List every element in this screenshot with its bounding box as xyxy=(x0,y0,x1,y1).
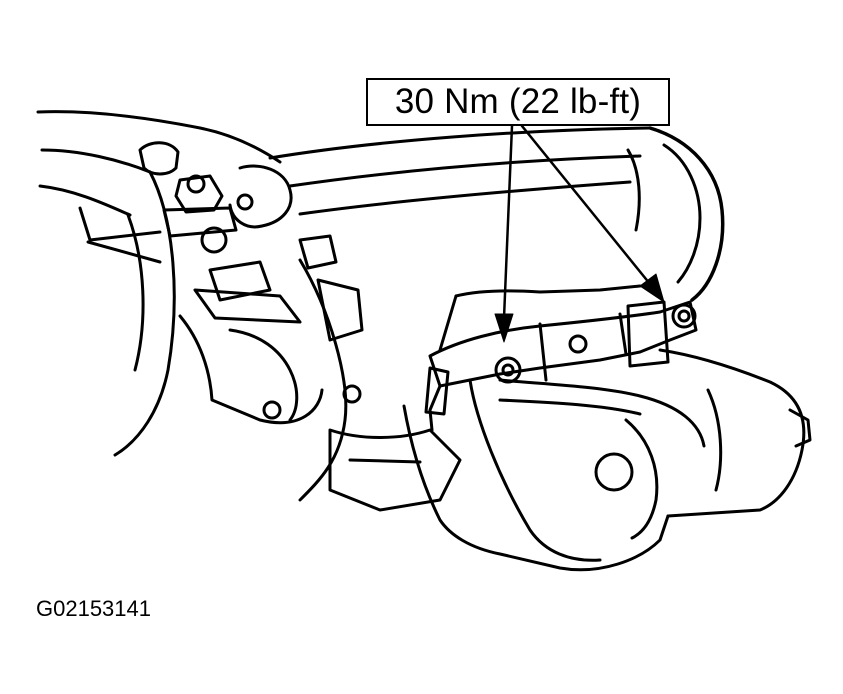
bolt-right xyxy=(671,303,697,329)
figure-id-label: G02153141 xyxy=(36,596,151,621)
arrowhead-left xyxy=(494,313,514,343)
mounting-bolts xyxy=(494,303,697,384)
bell-housing xyxy=(36,110,282,457)
oil-pan xyxy=(328,428,462,512)
torque-callout-box: 30 Nm (22 lb-ft) xyxy=(366,78,670,126)
callout-leaders xyxy=(494,124,665,343)
arrowhead-right xyxy=(639,273,665,303)
torque-callout-text: 30 Nm (22 lb-ft) xyxy=(394,82,642,121)
crossmember-bracket xyxy=(424,284,698,432)
leader-line-left xyxy=(502,124,514,320)
leader-line-right xyxy=(520,124,652,286)
shift-lever-bracket xyxy=(138,141,364,425)
transmission-mount xyxy=(402,348,812,572)
bolt-left xyxy=(494,356,522,384)
